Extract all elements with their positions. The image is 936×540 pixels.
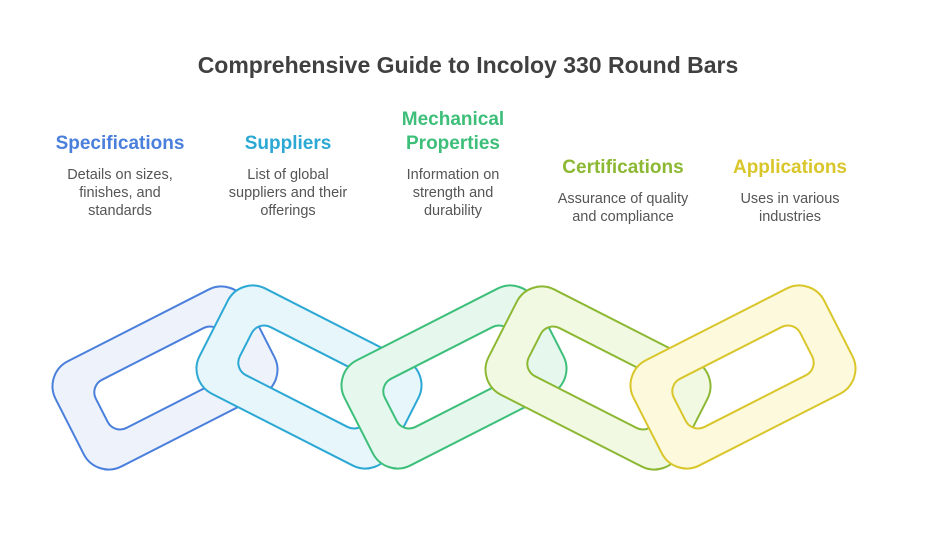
item-description: Details on sizes, finishes, and standard… [67,167,173,219]
chain-link-applications [629,284,857,470]
item-mechanical-properties: Mechanical Properties Information on str… [368,108,538,220]
item-applications: Applications Uses in various industries [705,156,875,226]
item-heading: Suppliers [244,133,332,154]
item-description: Uses in various industries [740,191,840,225]
item-description: Assurance of quality and compliance [557,191,689,225]
item-description: Information on strength and durability [406,167,500,219]
item-certifications: Certifications Assurance of quality and … [538,156,708,226]
item-heading: Applications [732,157,847,178]
item-heading: Mechanical Properties [401,109,505,154]
item-specifications: Specifications Details on sizes, finishe… [35,132,205,220]
item-heading: Certifications [562,157,684,178]
item-heading: Specifications [55,133,185,154]
page-title: Comprehensive Guide to Incoloy 330 Round… [197,52,739,78]
item-suppliers: Suppliers List of global suppliers and t… [203,132,373,220]
item-description: List of global suppliers and their offer… [228,167,348,219]
